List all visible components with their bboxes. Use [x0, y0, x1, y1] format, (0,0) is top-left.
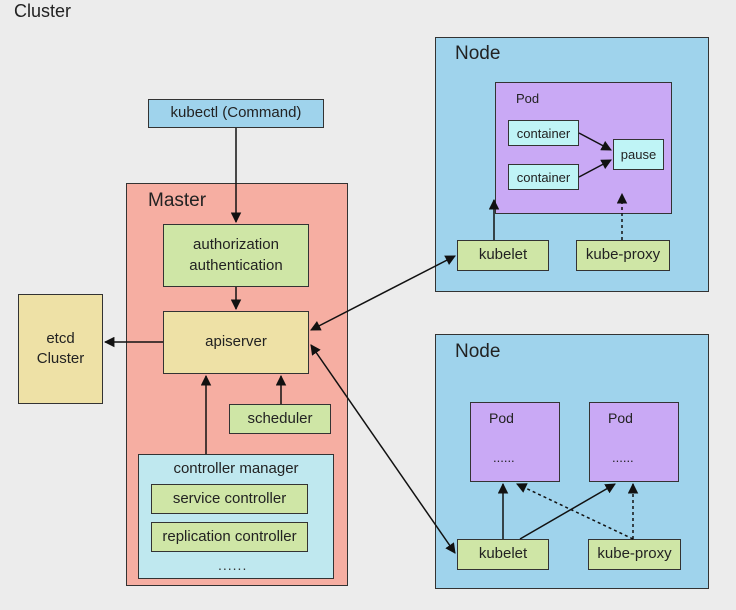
kubectl-box: kubectl (Command)	[148, 99, 324, 128]
container2-box: container	[508, 164, 579, 190]
auth-box: authorization authentication	[163, 224, 309, 287]
etcd-label: etcd	[46, 329, 75, 347]
node1-title: Node	[455, 43, 501, 64]
authorization-label: authorization	[193, 236, 279, 254]
node2-kube-proxy-box: kube-proxy	[588, 539, 681, 570]
kubectl-label: kubectl (Command)	[170, 104, 302, 122]
etcd-box: etcd Cluster	[18, 294, 103, 404]
controller-manager-title: controller manager	[173, 460, 299, 477]
container2-label: container	[516, 169, 571, 185]
replication-controller-box: replication controller	[151, 522, 308, 552]
node2-pod1-box: Pod ......	[470, 402, 560, 482]
node2-kubelet-to-pod2-arrow	[519, 483, 616, 540]
node2-title: Node	[455, 341, 501, 362]
controller-ellipsis: ......	[218, 557, 248, 573]
node2-pod2-ellipsis: ......	[612, 450, 634, 465]
controller-manager-box: controller manager	[138, 454, 334, 579]
apiserver-label: apiserver	[205, 333, 267, 351]
node2-pod2-box: Pod ......	[589, 402, 679, 482]
master-title: Master	[148, 190, 207, 211]
pause-label: pause	[620, 147, 657, 162]
apiserver-box: apiserver	[163, 311, 309, 374]
apiserver-node1-kubelet-arrow	[310, 255, 456, 331]
container1-box: container	[508, 120, 579, 146]
etcd-cluster-label: Cluster	[36, 350, 85, 367]
node2-pod2-title: Pod	[608, 410, 633, 426]
container2-to-pause-arrow	[578, 159, 612, 178]
cluster-label: Cluster	[14, 1, 72, 21]
container1-to-pause-arrow	[578, 132, 612, 151]
authentication-label: authentication	[189, 256, 283, 274]
node2-kube-proxy-label: kube-proxy	[597, 545, 672, 563]
node2-kubelet-box: kubelet	[457, 539, 549, 570]
node2-pod1-ellipsis: ......	[493, 450, 515, 465]
node2-pod1-title: Pod	[489, 410, 514, 426]
container1-label: container	[516, 125, 571, 141]
node1-kube-proxy-box: kube-proxy	[576, 240, 670, 271]
apiserver-node2-kubelet-arrow	[310, 344, 456, 554]
node1-kubelet-label: kubelet	[478, 246, 528, 264]
node1-kube-proxy-label: kube-proxy	[585, 246, 661, 264]
node1-kubelet-box: kubelet	[457, 240, 549, 271]
scheduler-label: scheduler	[247, 409, 313, 427]
service-controller-box: service controller	[151, 484, 308, 514]
node1-pod-title: Pod	[516, 91, 540, 106]
service-controller-label: service controller	[172, 489, 287, 507]
pause-box: pause	[613, 139, 664, 170]
replication-controller-label: replication controller	[162, 527, 297, 545]
node2-kubelet-label: kubelet	[478, 545, 528, 563]
